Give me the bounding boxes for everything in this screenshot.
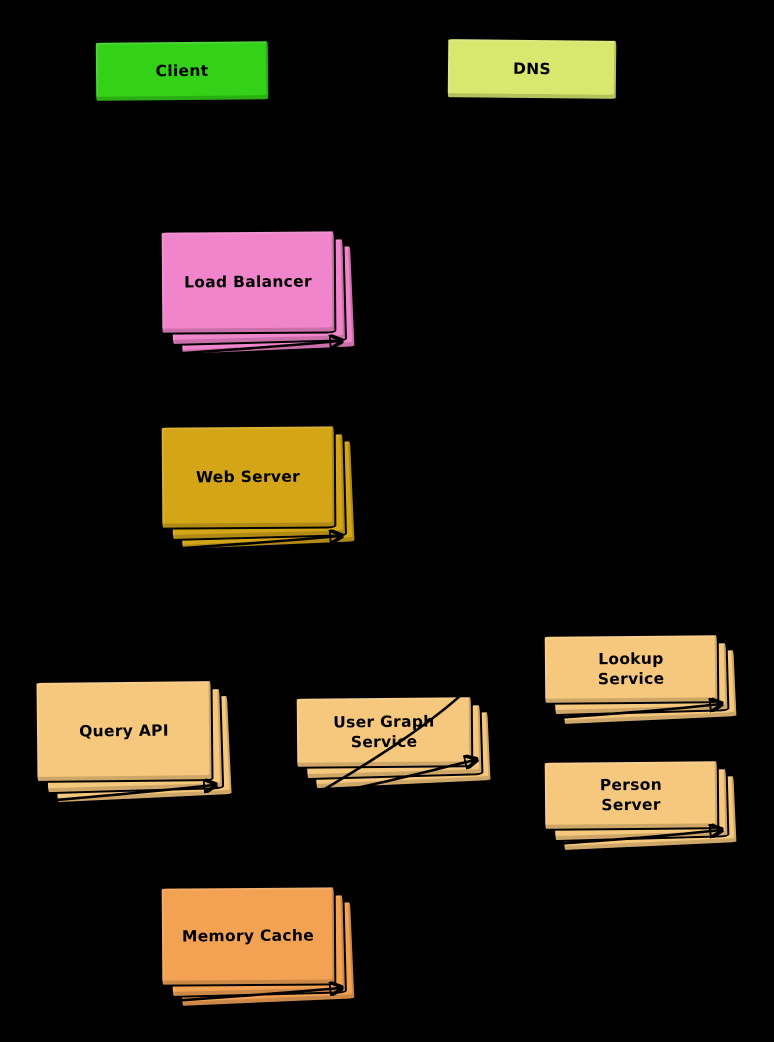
edge-query-api-to-memory-cache xyxy=(133,812,236,879)
edge-client-to-load-balancer xyxy=(178,102,243,224)
edge-user-graph-to-person-server xyxy=(490,744,536,780)
edge-web-server-to-user-graph xyxy=(298,556,386,689)
node-dns: DNS xyxy=(445,37,619,101)
node-lookup-service: Lookup Service xyxy=(542,633,739,727)
dns-box: DNS xyxy=(445,37,619,101)
user-graph-service-label: User Graph Service xyxy=(333,712,435,752)
web-server-box: Web Server xyxy=(159,424,337,530)
node-memory-cache: Memory Cache xyxy=(159,885,357,1008)
node-load-balancer: Load Balancer xyxy=(159,229,357,356)
person-server-label: Person Server xyxy=(599,775,663,815)
query-api-label: Query API xyxy=(79,721,169,741)
web-server-label: Web Server xyxy=(195,467,301,487)
query-api-box: Query API xyxy=(34,679,214,783)
client-label: Client xyxy=(155,61,209,81)
edge-user-graph-to-lookup-service xyxy=(490,678,536,712)
lookup-service-label: Lookup Service xyxy=(597,649,665,689)
node-web-server: Web Server xyxy=(159,424,357,551)
client-box: Client xyxy=(93,39,271,103)
lookup-service-box: Lookup Service xyxy=(542,633,720,705)
node-client: Client xyxy=(93,39,271,103)
memory-cache-box: Memory Cache xyxy=(159,885,337,987)
user-graph-service-box: User Graph Service xyxy=(294,695,474,769)
load-balancer-label: Load Balancer xyxy=(184,272,312,292)
node-user-graph-service: User Graph Service xyxy=(294,695,493,791)
memory-cache-label: Memory Cache xyxy=(181,926,315,946)
load-balancer-box: Load Balancer xyxy=(159,229,337,335)
dns-label: DNS xyxy=(512,59,552,79)
node-person-server: Person Server xyxy=(542,759,739,853)
edge-web-server-to-query-api xyxy=(129,556,207,672)
node-query-api: Query API xyxy=(34,679,234,805)
person-server-box: Person Server xyxy=(542,759,720,831)
